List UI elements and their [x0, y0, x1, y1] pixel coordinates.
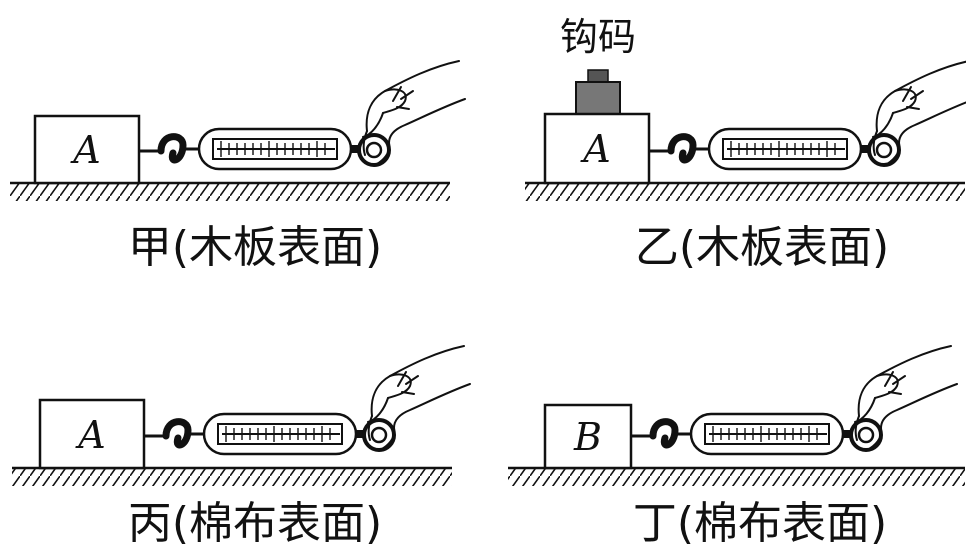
block-label: A — [75, 413, 105, 457]
spring-scale-with-hand — [631, 346, 957, 454]
block-label: A — [580, 127, 610, 171]
hatched-ground — [525, 183, 965, 201]
panel-caption: 甲(木板表面) — [128, 222, 382, 273]
block-b — [543, 403, 633, 470]
panel-caption: 乙(木板表面) — [635, 222, 889, 273]
hatched-ground — [12, 468, 452, 486]
spring-scale-with-hand — [144, 346, 470, 454]
block-label: A — [70, 128, 100, 172]
panel-2: 钩码 A 乙(木板表面) — [525, 15, 966, 273]
panel-caption: 丙(棉布表面) — [128, 498, 382, 549]
panel-3: A 丙(棉布表面) — [12, 346, 470, 549]
panel-4: B 丁(棉布表面) — [508, 346, 965, 549]
spring-scale-with-hand — [649, 61, 966, 169]
block-label: B — [573, 415, 602, 459]
panel-1: A 甲(木板表面) — [10, 61, 465, 273]
block-a — [543, 112, 651, 185]
spring-scale-with-hand — [139, 61, 465, 169]
hatched-ground — [10, 183, 450, 201]
block-a — [38, 398, 146, 470]
panel-caption: 丁(棉布表面) — [633, 498, 887, 549]
weight-label: 钩码 — [560, 15, 636, 59]
weight — [575, 81, 621, 115]
hatched-ground — [508, 468, 965, 486]
